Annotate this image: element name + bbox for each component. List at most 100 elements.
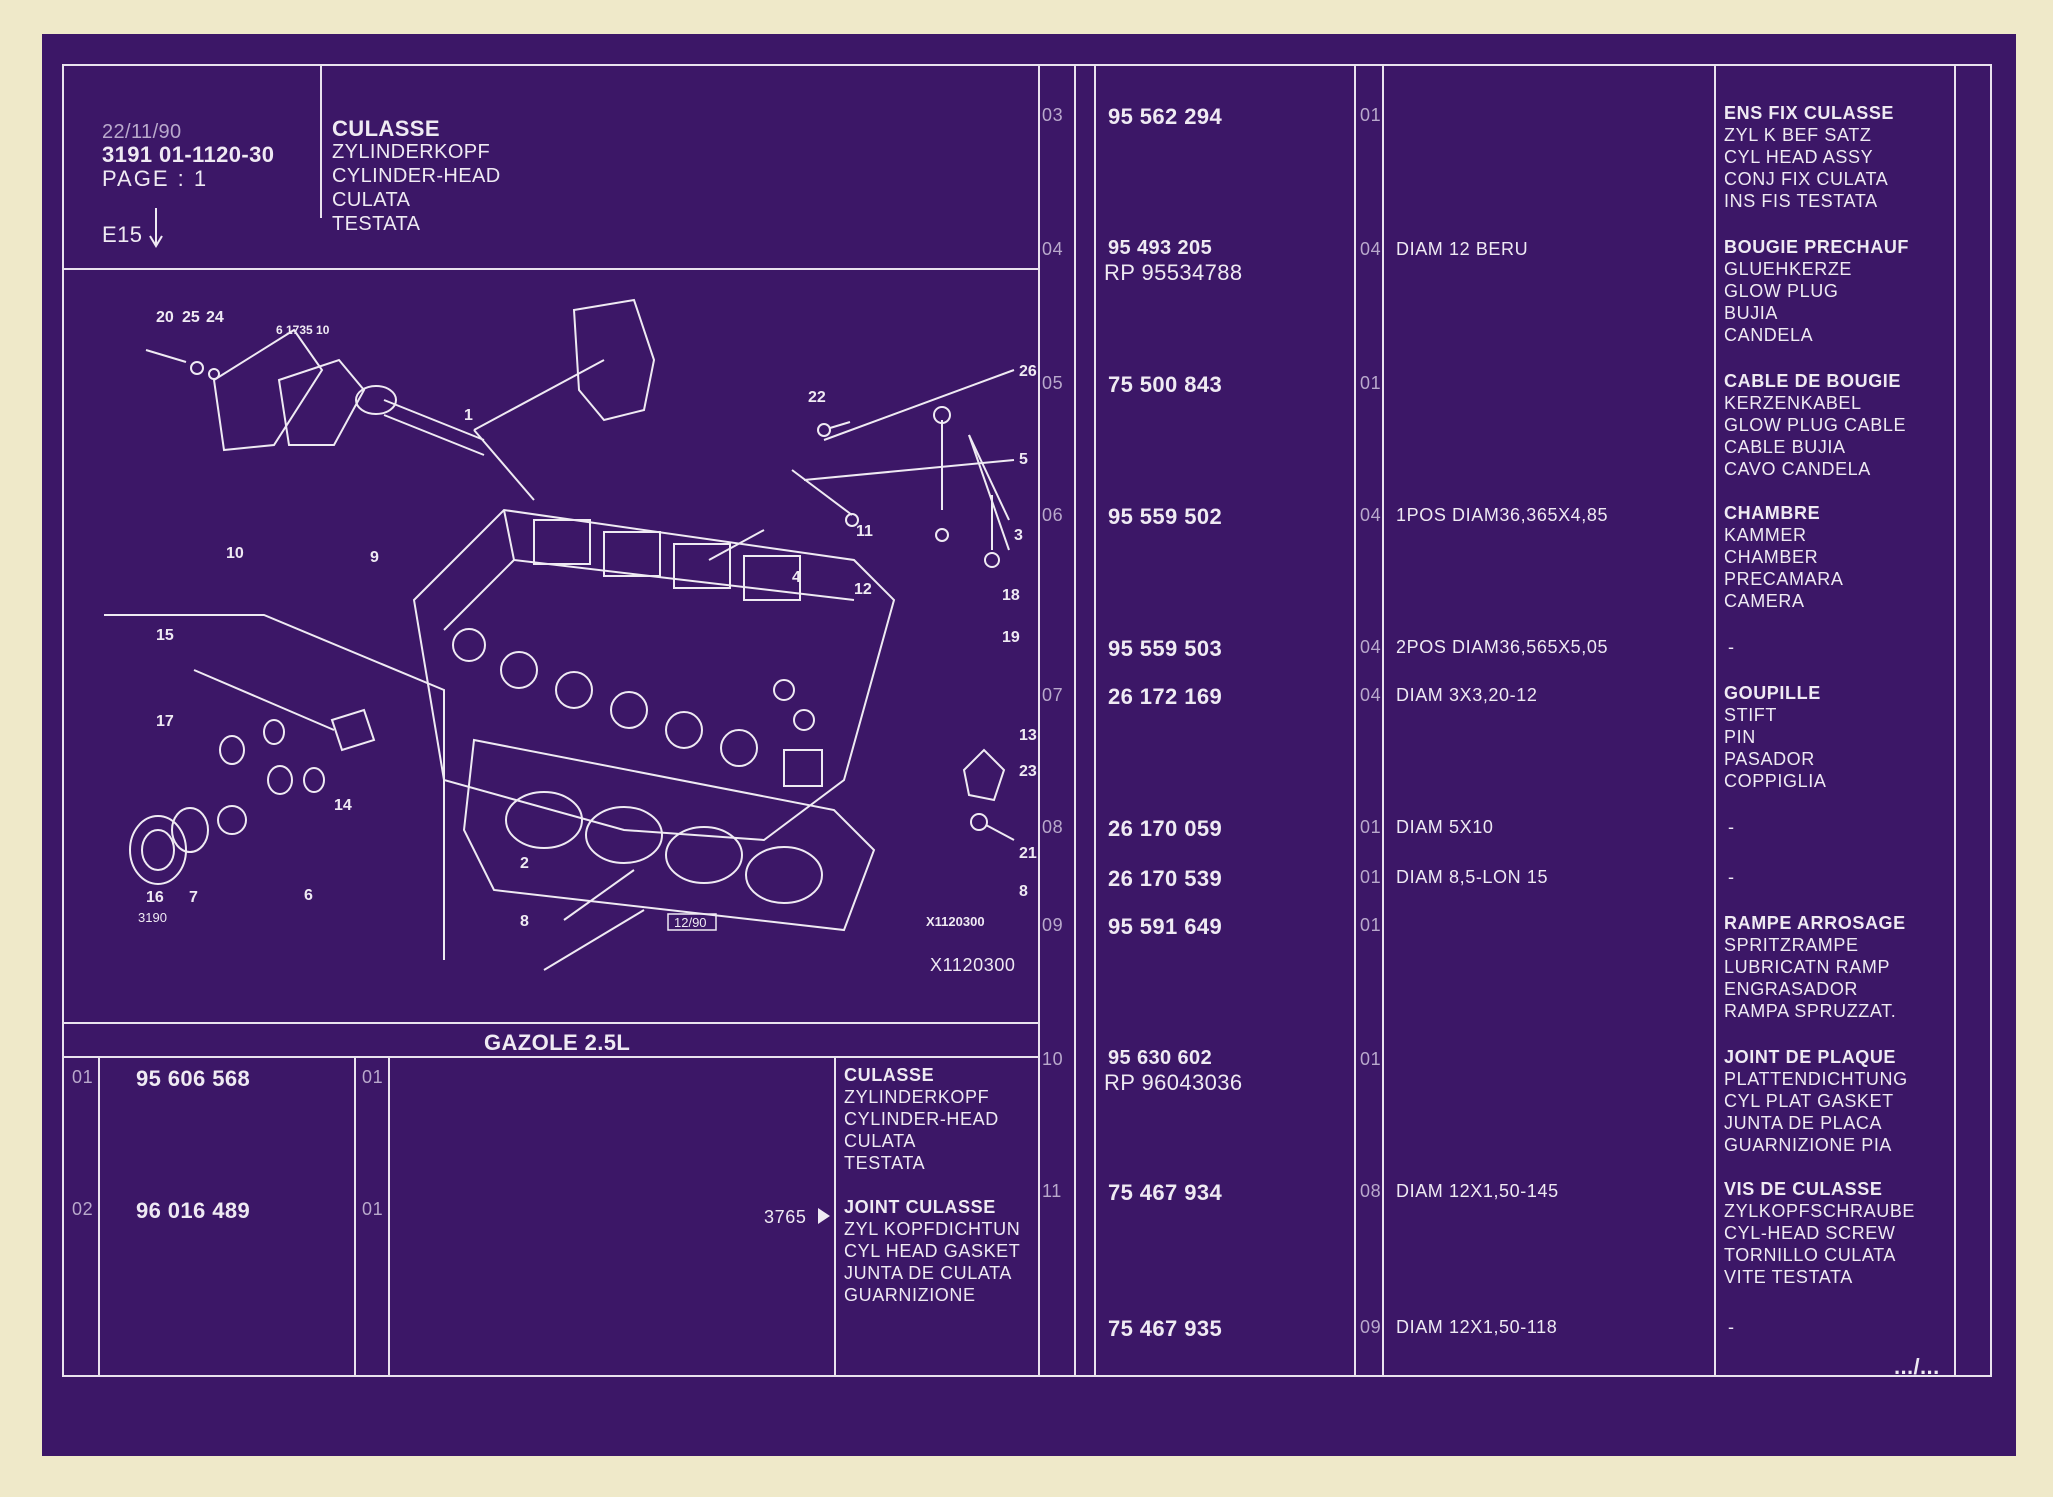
quantity: 04 (1360, 505, 1382, 525)
callout-label: 20 (156, 309, 174, 326)
callout-label: 22 (808, 389, 826, 406)
specification: DIAM 8,5-LON 15 (1396, 867, 1549, 887)
callout-label: 12 (854, 581, 872, 598)
callout-label: 21 (1019, 845, 1037, 862)
callout-label: 26 (1019, 363, 1037, 380)
quantity: 04 (1360, 685, 1382, 705)
part-number: 95 562 294 (1108, 104, 1223, 129)
callout-label: 14 (334, 797, 352, 814)
part-number: 95 559 502 (1108, 504, 1223, 529)
callout-label: 24 (206, 309, 224, 326)
part-number: 95 493 205 (1108, 237, 1213, 259)
part-number: 26 172 169 (1108, 684, 1223, 709)
quantity: 04 (1360, 637, 1382, 657)
title-de: ZYLINDERKOPF (332, 141, 491, 163)
replacement-part: RP 96043036 (1104, 1070, 1243, 1095)
item-number: 06 (1042, 505, 1064, 525)
section-code: E15 (102, 222, 143, 247)
diagram-caption: X1120300 (930, 955, 1016, 975)
part-description: - (1728, 637, 1735, 657)
part-description: CULASSE ZYLINDERKOPF CYLINDER-HEAD CULAT… (844, 1065, 999, 1173)
callout-label: 11 (856, 523, 873, 540)
specification: DIAM 3X3,20-12 (1396, 685, 1538, 705)
callout-label: 19 (1002, 629, 1020, 646)
callout-label: 6 (304, 887, 313, 904)
item-number: 05 (1042, 373, 1064, 393)
part-number: 95 606 568 (136, 1066, 251, 1091)
part-number: 75 467 934 (1108, 1180, 1223, 1205)
quantity: 08 (1360, 1181, 1382, 1201)
diagram-date-box: 12/90 (674, 915, 707, 930)
callout-label: 18 (1002, 587, 1020, 604)
continuation-mark: .../... (1894, 1354, 1940, 1379)
callout-label: 17 (156, 713, 174, 730)
part-number: 26 170 059 (1108, 816, 1223, 841)
callout-label: 15 (156, 627, 174, 644)
callout-label: 4 (792, 569, 801, 586)
sheet-frame: 22/11/90 3191 01-1120-30 PAGE : 1 E15 CU… (62, 64, 1992, 1379)
quantity: 09 (1360, 1317, 1382, 1337)
part-description: - (1728, 817, 1735, 837)
quantity: 01 (1360, 105, 1382, 125)
part-number: 26 170 539 (1108, 866, 1223, 891)
specification: DIAM 12 BERU (1396, 239, 1529, 259)
item-number: 02 (72, 1199, 94, 1219)
replacement-part: RP 95534788 (1104, 260, 1243, 285)
parts-sheet: 22/11/90 3191 01-1120-30 PAGE : 1 E15 CU… (42, 34, 2016, 1456)
callout-label: 5 (1019, 451, 1028, 468)
callout-label: 16 (146, 889, 164, 906)
diagram-code: X1120300 (926, 914, 985, 929)
diagram-page-ref: 3190 (138, 910, 167, 925)
exploded-diagram: 20 25 24 6 1735 10 1 22 26 5 10 9 4 11 3… (104, 298, 1037, 971)
part-title: CULASSE (332, 116, 440, 141)
part-description: - (1728, 867, 1735, 887)
specification: 1POS DIAM36,365X4,85 (1396, 505, 1609, 525)
quantity: 01 (1360, 373, 1382, 393)
play-arrow-icon (818, 1208, 830, 1224)
callout-label: 13 (1019, 727, 1037, 744)
item-number: 03 (1042, 105, 1064, 125)
item-number: 09 (1042, 915, 1064, 935)
reference-page[interactable]: 3765 (764, 1207, 807, 1227)
part-number: 95 591 649 (1108, 914, 1223, 939)
specification: DIAM 12X1,50-118 (1396, 1317, 1558, 1337)
print-date: 22/11/90 (102, 121, 182, 143)
title-it: TESTATA (332, 213, 421, 235)
callout-label: 6 1735 10 (276, 323, 330, 337)
quantity: 01 (1360, 817, 1382, 837)
quantity: 04 (1360, 239, 1382, 259)
engine-label: GAZOLE 2.5L (484, 1030, 631, 1055)
part-number: 96 016 489 (136, 1198, 251, 1223)
callout-label: 7 (189, 889, 198, 906)
quantity: 01 (362, 1067, 384, 1087)
quantity: 01 (1360, 867, 1382, 887)
callout-label: 8 (1019, 883, 1028, 900)
callout-label: 23 (1019, 763, 1037, 780)
callout-label: 2 (520, 855, 529, 872)
part-description: - (1728, 1317, 1735, 1337)
specification: DIAM 12X1,50-145 (1396, 1181, 1559, 1201)
title-es: CULATA (332, 189, 411, 211)
part-description: JOINT CULASSE ZYL KOPFDICHTUN CYL HEAD G… (844, 1197, 1021, 1305)
arrow-down-icon (149, 208, 163, 248)
part-number: 75 500 843 (1108, 372, 1223, 397)
item-number: 08 (1042, 817, 1064, 837)
specification: DIAM 5X10 (1396, 817, 1494, 837)
quantity: 01 (362, 1199, 384, 1219)
quantity: 01 (1360, 1049, 1382, 1069)
callout-label: 25 (182, 309, 200, 326)
part-number: 95 559 503 (1108, 636, 1223, 661)
title-en: CYLINDER-HEAD (332, 165, 501, 187)
callout-label: 10 (226, 545, 244, 562)
callout-label: 3 (1014, 527, 1023, 544)
part-number: 75 467 935 (1108, 1316, 1223, 1341)
reference-number: 3191 01-1120-30 (102, 142, 275, 167)
